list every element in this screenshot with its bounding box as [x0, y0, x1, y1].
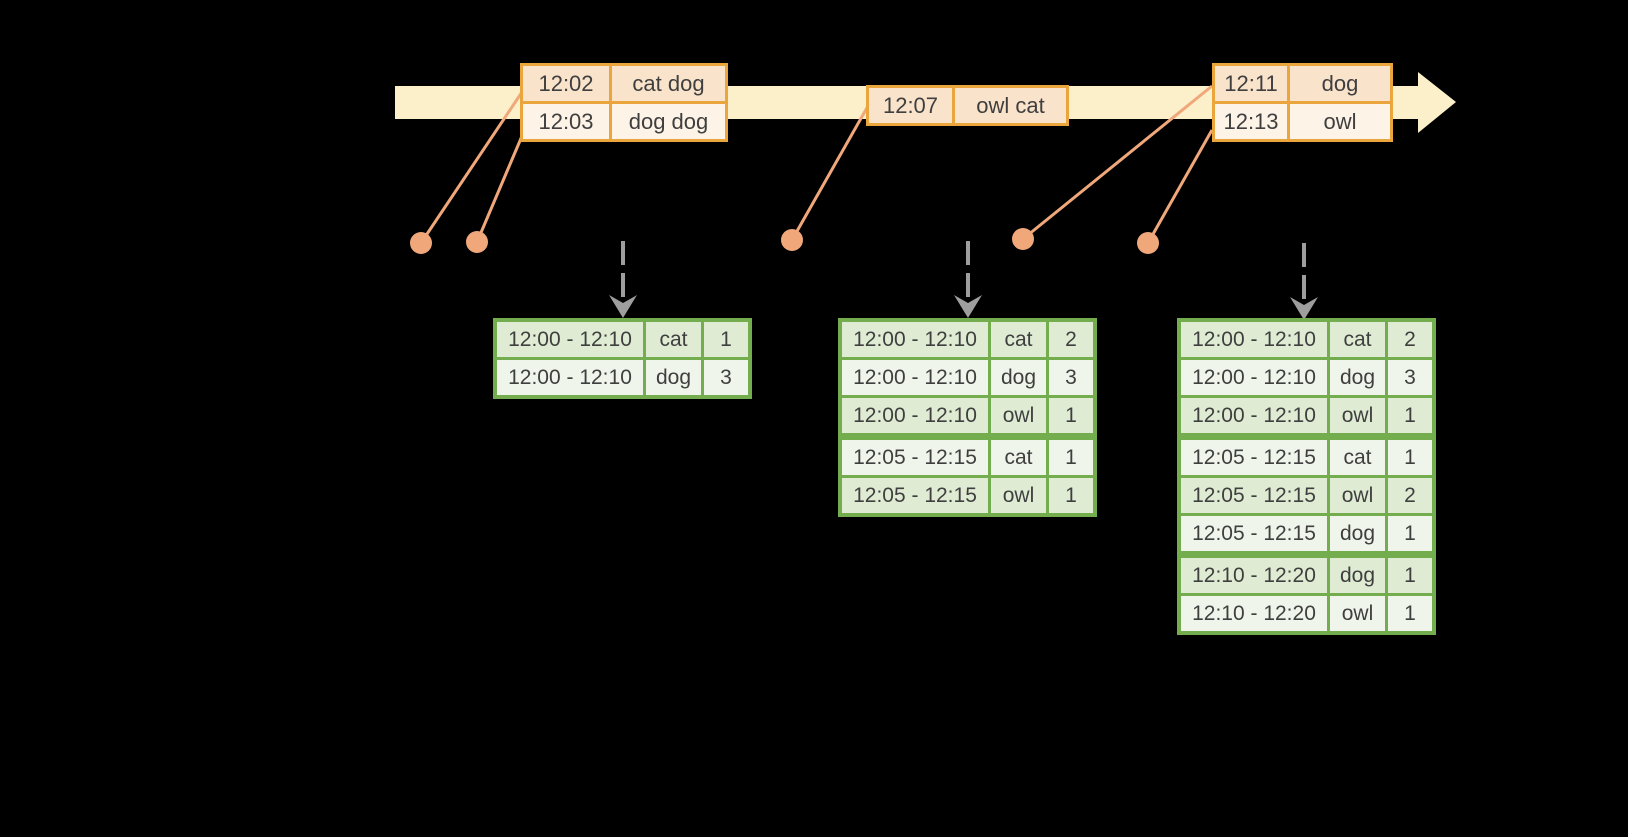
trigger-arrowhead-icon — [1290, 297, 1318, 320]
table-row: 12:00 - 12:10 dog 3 — [1181, 360, 1432, 395]
result-table-2: 12:00 - 12:10 cat 2 12:00 - 12:10 dog 3 … — [838, 318, 1097, 517]
window-cell: 12:00 - 12:10 — [842, 398, 988, 433]
event-words-cell: dog — [1290, 66, 1390, 101]
trigger-arrowhead-icon — [954, 295, 982, 318]
table-row: 12:05 - 12:15 owl 2 — [1181, 478, 1432, 513]
word-cell: dog — [1330, 516, 1385, 551]
event-dot-icon — [1137, 232, 1159, 254]
trigger-arrowheads — [609, 295, 1318, 320]
window-cell: 12:05 - 12:15 — [1181, 440, 1327, 475]
table-row: 12:10 - 12:20 owl 1 — [1181, 596, 1432, 631]
event-table-1: 12:02 cat dog 12:03 dog dog — [520, 63, 728, 142]
event-dot-icon — [410, 232, 432, 254]
word-cell: cat — [646, 322, 701, 357]
count-cell: 1 — [1049, 478, 1093, 513]
event-time-cell: 12:03 — [523, 104, 609, 139]
window-cell: 12:00 - 12:10 — [1181, 360, 1327, 395]
event-table-3: 12:11 dog 12:13 owl — [1212, 63, 1393, 142]
word-cell: cat — [1330, 440, 1385, 475]
word-cell: dog — [1330, 360, 1385, 395]
event-time-cell: 12:13 — [1215, 104, 1287, 139]
word-cell: owl — [1330, 398, 1385, 433]
window-cell: 12:00 - 12:10 — [842, 360, 988, 395]
table-row: 12:10 - 12:20 dog 1 — [1181, 558, 1432, 593]
count-cell: 1 — [1388, 398, 1432, 433]
event-time-cell: 12:07 — [869, 88, 952, 123]
count-cell: 3 — [1388, 360, 1432, 395]
table-row: 12:05 - 12:15 cat 1 — [1181, 440, 1432, 475]
event-time-cell: 12:02 — [523, 66, 609, 101]
count-cell: 1 — [704, 322, 748, 357]
event-connector-line — [475, 135, 524, 243]
event-table-2: 12:07 owl cat — [866, 85, 1069, 126]
event-connector-line — [790, 105, 870, 241]
word-cell: owl — [991, 398, 1046, 433]
event-words-cell: cat dog — [612, 66, 725, 101]
word-cell: owl — [1330, 478, 1385, 513]
window-cell: 12:00 - 12:10 — [497, 360, 643, 395]
table-row: 12:05 - 12:15 cat 1 — [842, 440, 1093, 475]
table-row: 12:00 - 12:10 cat 1 — [497, 322, 748, 357]
event-words-cell: owl — [1290, 104, 1390, 139]
event-marker-dots — [410, 228, 1159, 254]
event-time-cell: 12:11 — [1215, 66, 1287, 101]
window-cell: 12:05 - 12:15 — [1181, 516, 1327, 551]
trigger-arrowhead-icon — [609, 295, 637, 318]
count-cell: 2 — [1388, 322, 1432, 357]
count-cell: 1 — [1388, 558, 1432, 593]
event-words-cell: dog dog — [612, 104, 725, 139]
window-cell: 12:00 - 12:10 — [497, 322, 643, 357]
count-cell: 2 — [1388, 478, 1432, 513]
word-cell: owl — [1330, 596, 1385, 631]
event-connector-line — [1146, 129, 1214, 244]
window-cell: 12:05 - 12:15 — [842, 478, 988, 513]
word-cell: cat — [991, 440, 1046, 475]
table-row: 12:00 - 12:10 owl 1 — [1181, 398, 1432, 433]
event-dot-icon — [1012, 228, 1034, 250]
count-cell: 2 — [1049, 322, 1093, 357]
table-row: 12:05 - 12:15 owl 1 — [842, 478, 1093, 513]
event-dot-icon — [466, 231, 488, 253]
word-cell: cat — [1330, 322, 1385, 357]
window-cell: 12:10 - 12:20 — [1181, 558, 1327, 593]
window-cell: 12:00 - 12:10 — [1181, 398, 1327, 433]
event-connector-line — [1022, 84, 1213, 241]
table-row: 12:00 - 12:10 cat 2 — [1181, 322, 1432, 357]
result-table-1: 12:00 - 12:10 cat 1 12:00 - 12:10 dog 3 — [493, 318, 752, 399]
table-row: 12:00 - 12:10 cat 2 — [842, 322, 1093, 357]
word-cell: owl — [991, 478, 1046, 513]
count-cell: 1 — [1388, 596, 1432, 631]
event-connector-line — [419, 91, 524, 244]
count-cell: 1 — [1388, 516, 1432, 551]
word-cell: dog — [646, 360, 701, 395]
table-row: 12:00 - 12:10 dog 3 — [842, 360, 1093, 395]
count-cell: 1 — [1049, 398, 1093, 433]
window-cell: 12:05 - 12:15 — [1181, 478, 1327, 513]
result-table-3: 12:00 - 12:10 cat 2 12:00 - 12:10 dog 3 … — [1177, 318, 1436, 635]
table-row: 12:00 - 12:10 dog 3 — [497, 360, 748, 395]
word-cell: dog — [991, 360, 1046, 395]
table-row: 12:00 - 12:10 owl 1 — [842, 398, 1093, 433]
event-connector-lines — [419, 84, 1214, 244]
timeline-arrowhead-icon — [1418, 72, 1456, 133]
window-cell: 12:00 - 12:10 — [1181, 322, 1327, 357]
window-cell: 12:00 - 12:10 — [842, 322, 988, 357]
table-row: 12:05 - 12:15 dog 1 — [1181, 516, 1432, 551]
window-cell: 12:10 - 12:20 — [1181, 596, 1327, 631]
count-cell: 1 — [1049, 440, 1093, 475]
word-cell: dog — [1330, 558, 1385, 593]
event-words-cell: owl cat — [955, 88, 1066, 123]
count-cell: 3 — [704, 360, 748, 395]
event-dot-icon — [781, 229, 803, 251]
window-cell: 12:05 - 12:15 — [842, 440, 988, 475]
count-cell: 1 — [1388, 440, 1432, 475]
count-cell: 3 — [1049, 360, 1093, 395]
trigger-arrows — [621, 241, 1306, 301]
word-cell: cat — [991, 322, 1046, 357]
